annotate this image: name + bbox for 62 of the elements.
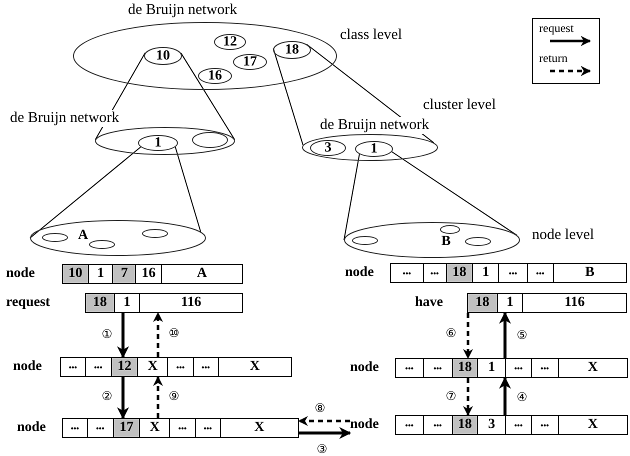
arrow [463, 313, 473, 359]
connector-line [174, 146, 202, 232]
row-label: node [350, 360, 379, 376]
arrow [117, 377, 129, 420]
node-number: 18 [285, 44, 299, 58]
level-label: node level [532, 228, 594, 243]
network-title: de Bruijn network [320, 117, 430, 134]
arrow [153, 376, 163, 418]
table-cell: 18 [468, 294, 497, 312]
row-label: node [350, 417, 379, 433]
node-letter: B [441, 235, 451, 249]
node-number: 1 [154, 136, 162, 151]
node-letter: A [78, 229, 88, 243]
row-label: request [6, 295, 50, 311]
table-cell: 18 [446, 264, 472, 282]
step-number: ⑦ [444, 390, 458, 402]
legend-label: request [539, 22, 574, 34]
step-number: ⑤ [516, 329, 528, 341]
arrow [299, 427, 352, 439]
step-number: ④ [516, 391, 528, 403]
table-cell: 18 [86, 294, 114, 312]
row-label: node [13, 359, 42, 375]
step-number: ⑨ [168, 390, 180, 402]
table-cell: 1 [114, 294, 140, 312]
table-cell: 1 [88, 265, 112, 283]
step-number: ⑧ [314, 402, 326, 414]
step-number: ③ [316, 443, 328, 455]
table-cell: 18 [452, 416, 478, 434]
arrow [117, 313, 129, 358]
arrow [463, 378, 473, 416]
node-number: 16 [208, 70, 222, 84]
legend-label: return [539, 52, 568, 64]
arrow [499, 376, 511, 415]
node-number: 12 [223, 36, 237, 50]
row-label: node [6, 266, 35, 282]
node-number: 3 [324, 142, 332, 156]
step-number: ① [100, 328, 114, 340]
connector-line [391, 151, 518, 236]
node-number: 17 [243, 56, 257, 70]
step-number: ⑩ [168, 327, 180, 339]
node-number: 10 [156, 50, 170, 64]
network-title: de Bruijn network [10, 110, 120, 127]
node-number: 1 [370, 142, 378, 157]
row-label: node [345, 265, 374, 281]
arrow [153, 312, 163, 357]
arrow [499, 312, 511, 358]
table-cell: 12 [110, 358, 138, 376]
table-cell: 7 [112, 265, 136, 283]
arrow [298, 416, 350, 426]
step-number: ⑥ [444, 327, 458, 339]
table-cell: 10 [63, 265, 88, 283]
row-label: node [17, 420, 46, 436]
level-label: cluster level [423, 98, 496, 113]
connector-line [30, 146, 142, 238]
step-number: ② [100, 390, 114, 402]
connector-line [180, 52, 236, 140]
table-cell: 17 [112, 419, 140, 437]
connector-line [344, 154, 360, 240]
table-cell: 18 [452, 359, 478, 377]
row-label: have [415, 295, 443, 311]
level-label: class level [340, 28, 402, 43]
network-title: de Bruijn network [128, 2, 238, 19]
